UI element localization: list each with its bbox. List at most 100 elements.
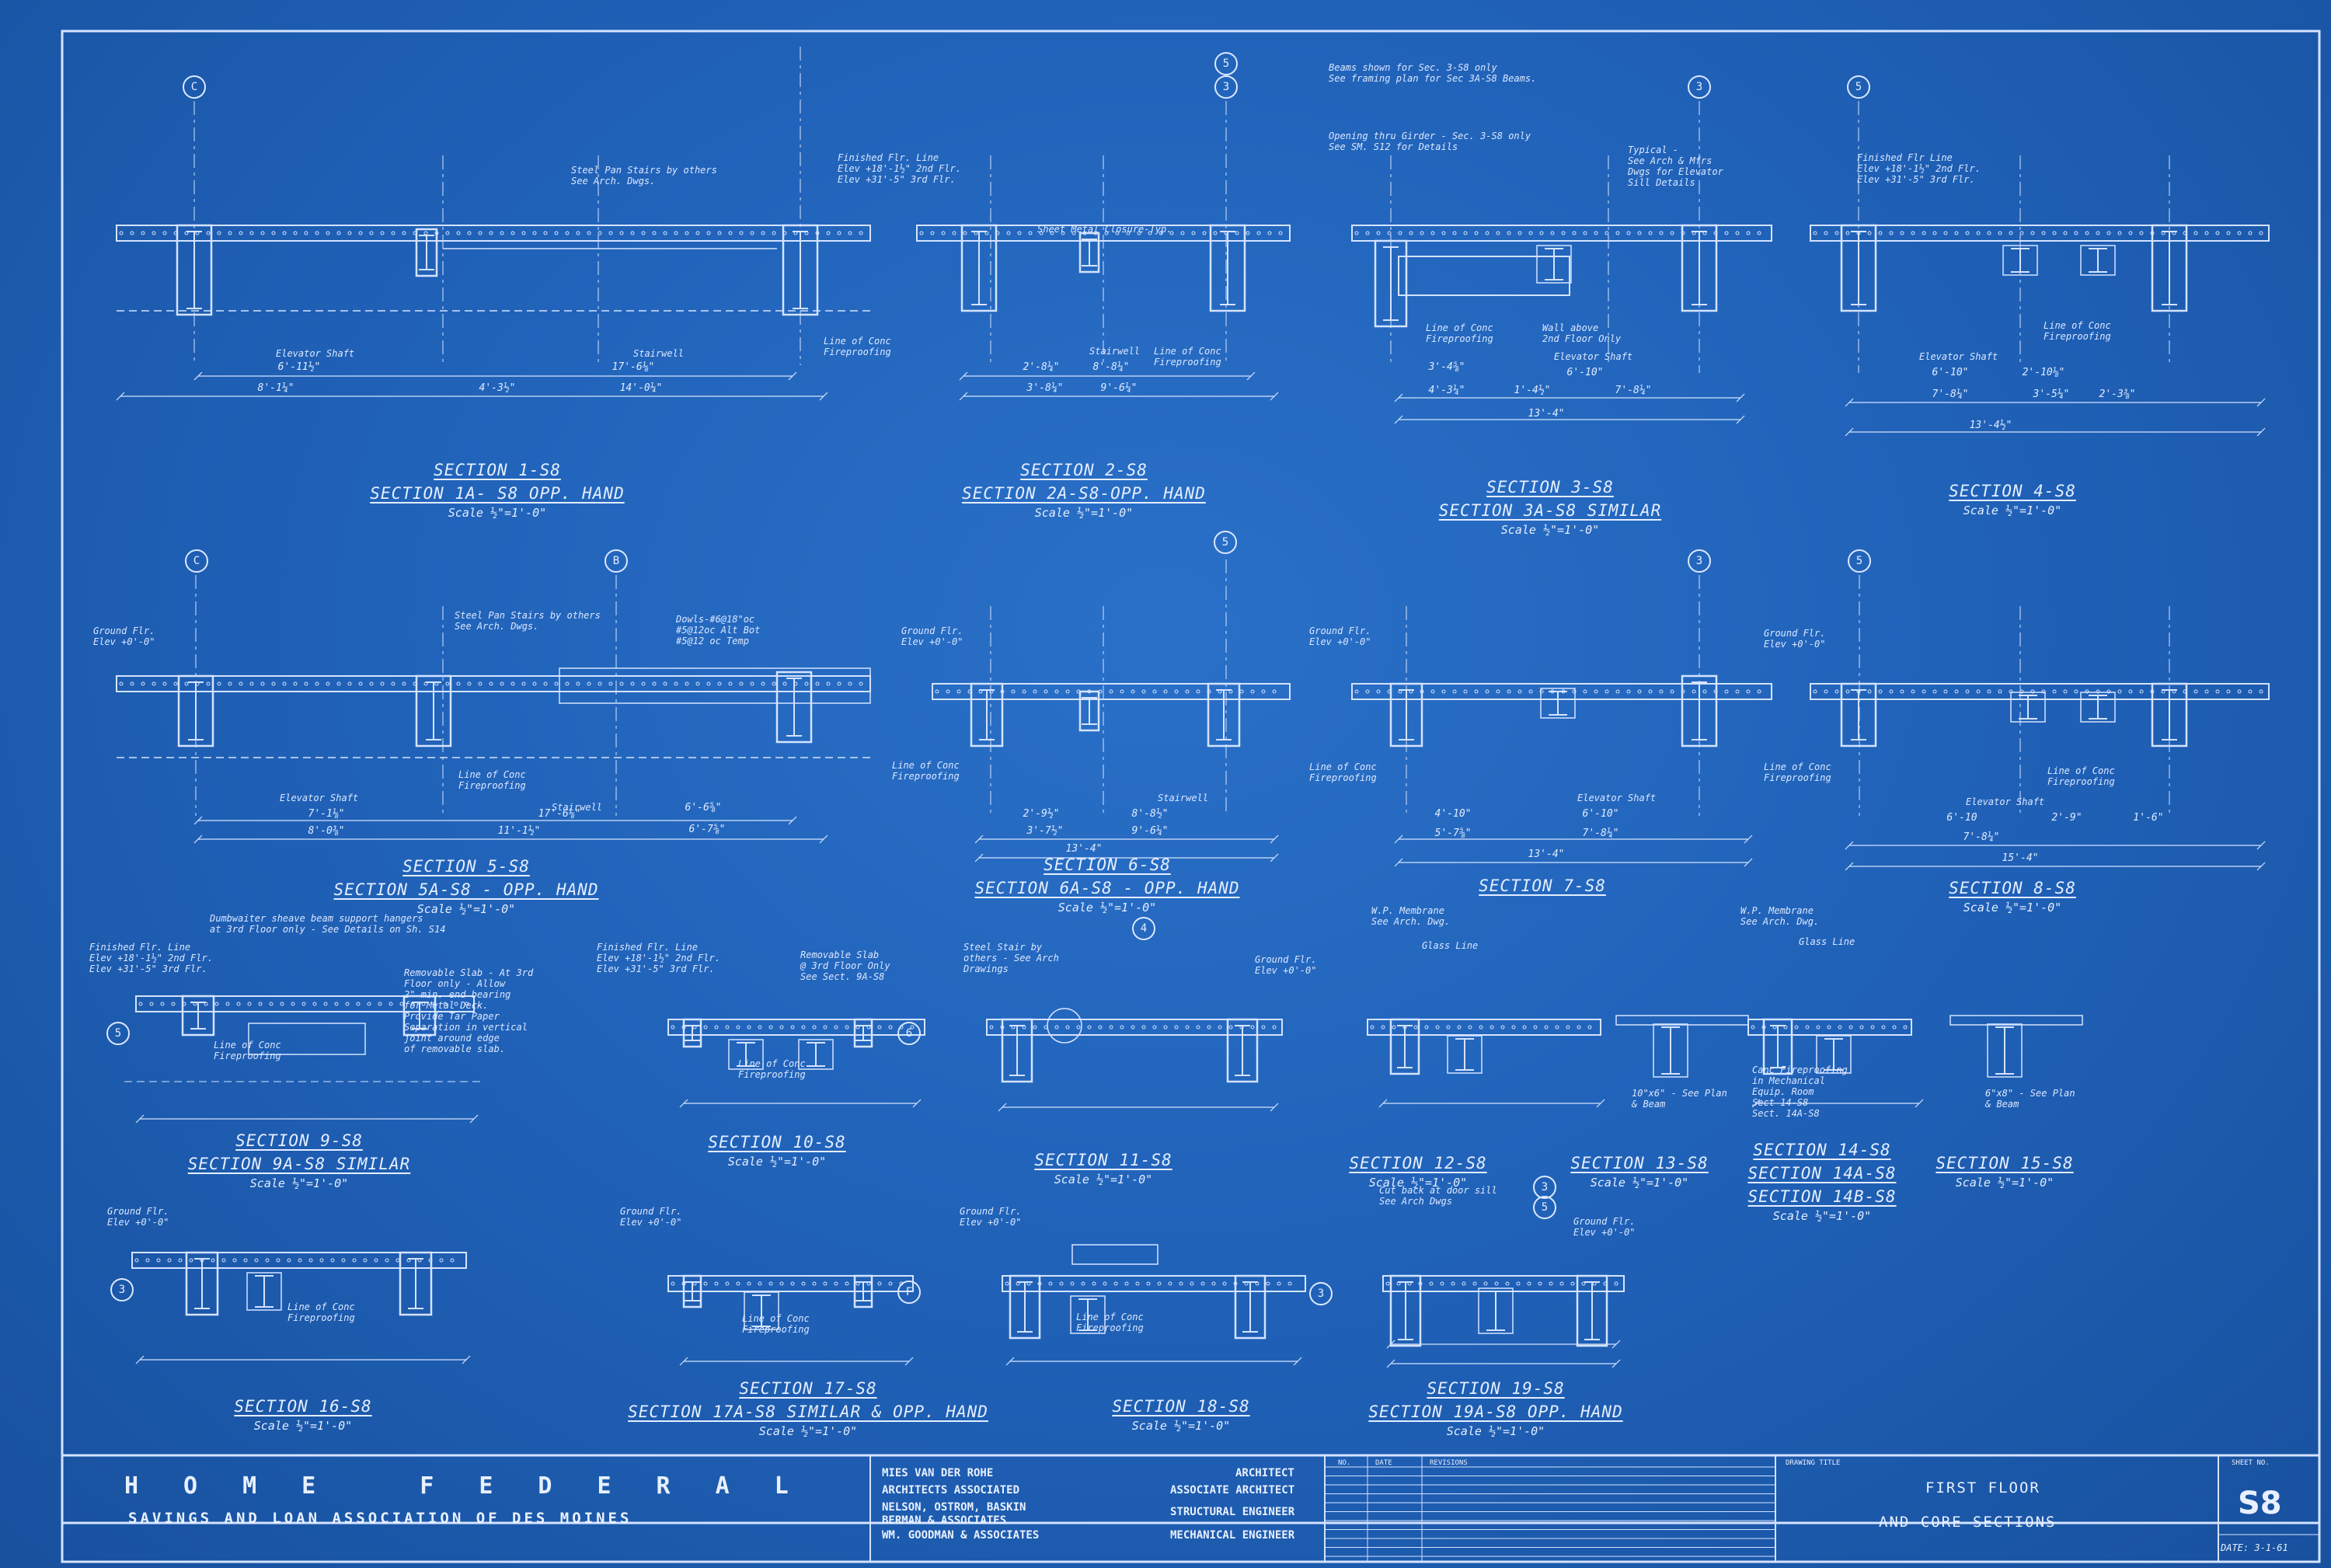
rebar-dot bbox=[391, 681, 395, 686]
stair-top bbox=[1071, 1244, 1159, 1265]
rebar-dot bbox=[1354, 689, 1359, 694]
rebar-dot bbox=[1626, 689, 1631, 694]
rebar-dot bbox=[1109, 689, 1113, 694]
rebar-dot bbox=[1430, 231, 1435, 235]
column bbox=[853, 1018, 873, 1048]
rebar-dot bbox=[1637, 689, 1642, 694]
rebar-dot bbox=[1528, 231, 1533, 235]
column bbox=[1226, 1018, 1259, 1083]
rebar-dot bbox=[1109, 1025, 1113, 1030]
rebar-dot bbox=[500, 681, 504, 686]
rebar-dot bbox=[1185, 689, 1190, 694]
dimension-tick bbox=[1736, 393, 1745, 402]
beam-fireproofing bbox=[2080, 692, 2116, 723]
dim: 9'-6¼" bbox=[1131, 825, 1169, 837]
dimension-tick bbox=[1394, 415, 1403, 424]
rebar-dot bbox=[641, 231, 646, 235]
dim: 13'-4" bbox=[1528, 848, 1565, 860]
rebar-dot bbox=[826, 681, 831, 686]
rebar-dot bbox=[301, 1002, 306, 1006]
rebar-dot bbox=[1287, 1281, 1292, 1286]
dim: 7'-1⅛" bbox=[308, 808, 345, 820]
rebar-dot bbox=[2139, 231, 2144, 235]
rebar-dot bbox=[1174, 1025, 1179, 1030]
rebar-dot bbox=[162, 681, 167, 686]
rebar-dot bbox=[2193, 689, 2198, 694]
rebar-dot bbox=[703, 1025, 708, 1030]
rebar-dot bbox=[217, 231, 221, 235]
rebar-dot bbox=[298, 1258, 302, 1263]
rebar-dot bbox=[1441, 689, 1446, 694]
rebar-dot bbox=[1435, 1025, 1440, 1030]
rebar-dot bbox=[167, 1258, 172, 1263]
grid-bubble: 5 bbox=[1847, 75, 1870, 99]
rebar-dot bbox=[1637, 231, 1642, 235]
rebar-dot bbox=[1468, 1025, 1472, 1030]
note-opening-thru-girder: Opening thru Girder - Sec. 3-S8 only See… bbox=[1329, 131, 1531, 152]
rebar-dot bbox=[1131, 1025, 1135, 1030]
rebar-dot bbox=[152, 231, 156, 235]
rebar-dot bbox=[1261, 1025, 1266, 1030]
rebar-dot bbox=[1157, 1281, 1162, 1286]
rebar-dot bbox=[1824, 231, 1828, 235]
rebar-dot bbox=[1387, 231, 1392, 235]
rebar-dot bbox=[1196, 689, 1200, 694]
dimension-tick bbox=[1386, 1359, 1395, 1368]
rebar-dot bbox=[260, 681, 265, 686]
rebar-dot bbox=[1120, 1025, 1124, 1030]
rebar-dot bbox=[1572, 689, 1577, 694]
rebar-dot bbox=[1472, 1281, 1477, 1286]
rebar-dot bbox=[1583, 689, 1587, 694]
rebar-dot bbox=[652, 681, 657, 686]
rebar-dot bbox=[2215, 689, 2220, 694]
rebar-dot bbox=[119, 681, 124, 686]
rebar-dot bbox=[171, 1002, 176, 1006]
rebar-dot bbox=[243, 1258, 248, 1263]
rebar-dot bbox=[282, 231, 287, 235]
beam-fireproofing bbox=[1540, 688, 1576, 719]
rebar-dot bbox=[1527, 1281, 1531, 1286]
rebar-dot bbox=[1805, 1025, 1810, 1030]
rebar-dot bbox=[619, 681, 624, 686]
slab bbox=[131, 1252, 467, 1269]
rebar-dot bbox=[587, 681, 591, 686]
rebar-dot bbox=[598, 231, 602, 235]
consultant-name-1: MIES VAN DER ROHE bbox=[882, 1467, 994, 1479]
rebar-dot bbox=[363, 1258, 368, 1263]
rebar-dot bbox=[399, 1002, 404, 1006]
rebar-dot bbox=[1692, 689, 1696, 694]
note-fireproofing-6: Line of Conc Fireproofing bbox=[892, 760, 960, 782]
rebar-dot bbox=[2063, 231, 2068, 235]
column bbox=[399, 1251, 433, 1316]
grid-bubble: C bbox=[183, 75, 206, 99]
rebar-dot bbox=[1932, 689, 1937, 694]
rebar-dot bbox=[598, 681, 602, 686]
rebar-dot bbox=[445, 231, 450, 235]
rebar-dot bbox=[1932, 231, 1937, 235]
note-removable-slab-10: Removable Slab @ 3rd Floor Only See Sect… bbox=[800, 950, 890, 982]
rebar-dot bbox=[804, 681, 809, 686]
note-fireproofing-16: Line of Conc Fireproofing bbox=[287, 1301, 355, 1323]
rebar-dot bbox=[736, 1281, 740, 1286]
rebar-dot bbox=[1228, 1025, 1233, 1030]
dimension-tick bbox=[819, 835, 828, 844]
dimension-tick bbox=[469, 1114, 479, 1124]
rebar-dot bbox=[1848, 1025, 1853, 1030]
slab bbox=[135, 995, 475, 1012]
rebar-dot bbox=[1185, 1025, 1190, 1030]
grid-bubble: 3 bbox=[1309, 1282, 1333, 1305]
dimension-tick bbox=[116, 392, 125, 401]
rebar-dot bbox=[1845, 689, 1850, 694]
rebar-dot bbox=[1943, 689, 1948, 694]
dim: 4'-10" bbox=[1434, 808, 1472, 820]
rebar-dot bbox=[269, 1002, 274, 1006]
rebar-dot bbox=[1413, 1025, 1418, 1030]
rebar-dot bbox=[1751, 1025, 1755, 1030]
dimension-tick bbox=[193, 835, 203, 844]
column bbox=[960, 224, 998, 312]
column bbox=[185, 1251, 219, 1316]
rebar-dot bbox=[834, 1025, 838, 1030]
column bbox=[1840, 682, 1877, 747]
rebar-dot bbox=[845, 1025, 849, 1030]
